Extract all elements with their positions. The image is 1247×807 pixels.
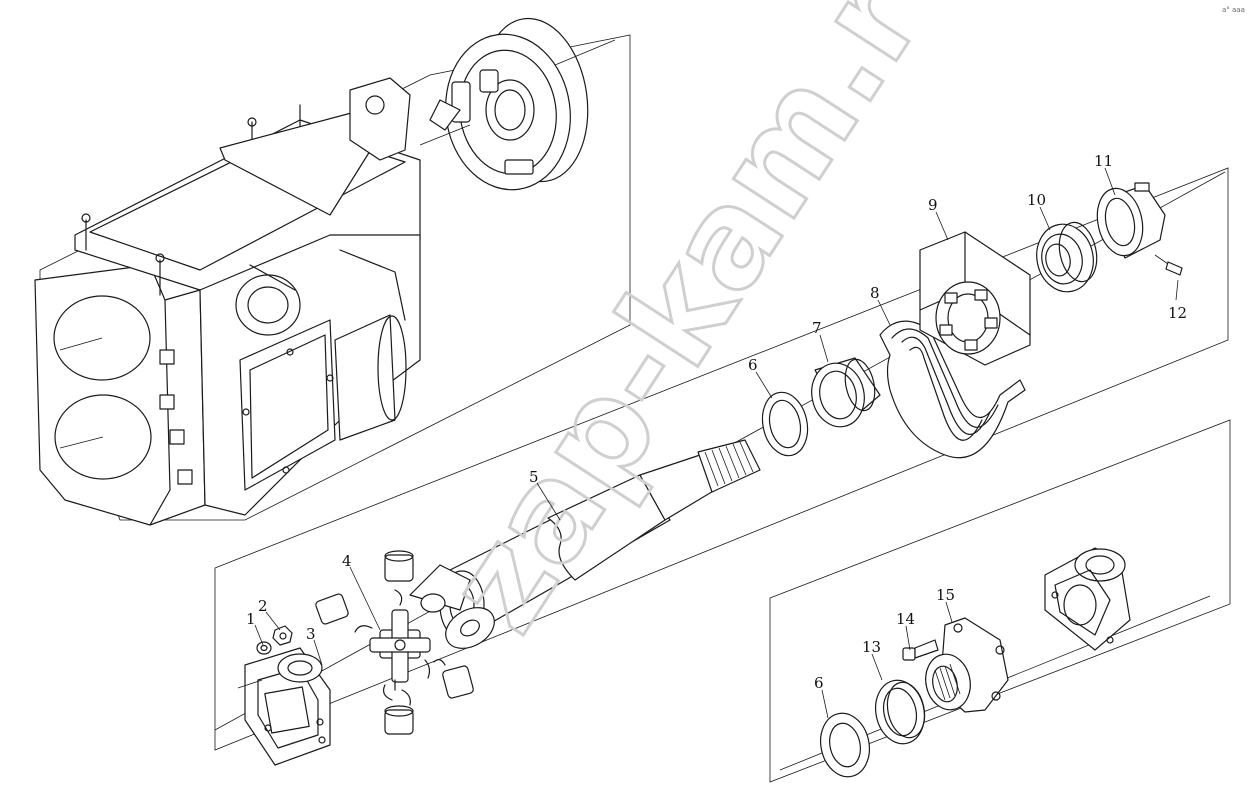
shift-cover-flange	[419, 17, 616, 191]
grease-nipple	[1154, 254, 1183, 276]
flange-bolt	[902, 639, 939, 661]
callout-leaders	[254, 167, 1179, 719]
lower-right-panel-frame	[769, 419, 1231, 783]
callout-2: 2	[258, 597, 268, 615]
callout-10: 10	[1027, 191, 1046, 209]
bearing-cap	[1096, 182, 1166, 259]
callout-9: 9	[928, 196, 938, 214]
washer	[256, 641, 272, 655]
callout-4: 4	[342, 552, 352, 570]
oil-seal-ring-upper	[761, 391, 809, 457]
callout-5: 5	[529, 468, 539, 486]
callout-11: 11	[1094, 152, 1113, 170]
oil-seal-ring-lower	[819, 712, 871, 778]
callout-7: 7	[812, 319, 822, 337]
callout-1: 1	[246, 610, 256, 628]
callout-labels: 1 2 3 4 5 6 7 8 9 10 11 12 6 13 14 15	[246, 152, 1187, 692]
oil-seal	[874, 679, 926, 745]
callout-14: 14	[896, 610, 915, 628]
output-yoke-flange	[1044, 547, 1131, 651]
callout-15: 15	[936, 586, 955, 604]
bearing-race	[811, 357, 881, 428]
flange-yoke	[237, 647, 331, 766]
callout-8: 8	[870, 284, 880, 302]
main-shaft-panel-frame	[214, 167, 1229, 751]
callout-12: 12	[1168, 304, 1187, 322]
bearing-housing	[919, 231, 1031, 366]
transfer-case-housing	[34, 77, 421, 526]
callout-3: 3	[306, 625, 316, 643]
ball-bearing	[1036, 221, 1098, 293]
companion-flange	[925, 617, 1009, 713]
callout-6-upper: 6	[748, 356, 758, 374]
universal-joint-cross	[315, 550, 474, 735]
rubber-cushion	[879, 320, 1026, 459]
callout-6-lower: 6	[814, 674, 824, 692]
propeller-shaft	[409, 439, 761, 649]
corner-mark: a° aaa	[1222, 6, 1245, 14]
callout-13: 13	[862, 638, 881, 656]
lock-nut	[272, 625, 293, 646]
